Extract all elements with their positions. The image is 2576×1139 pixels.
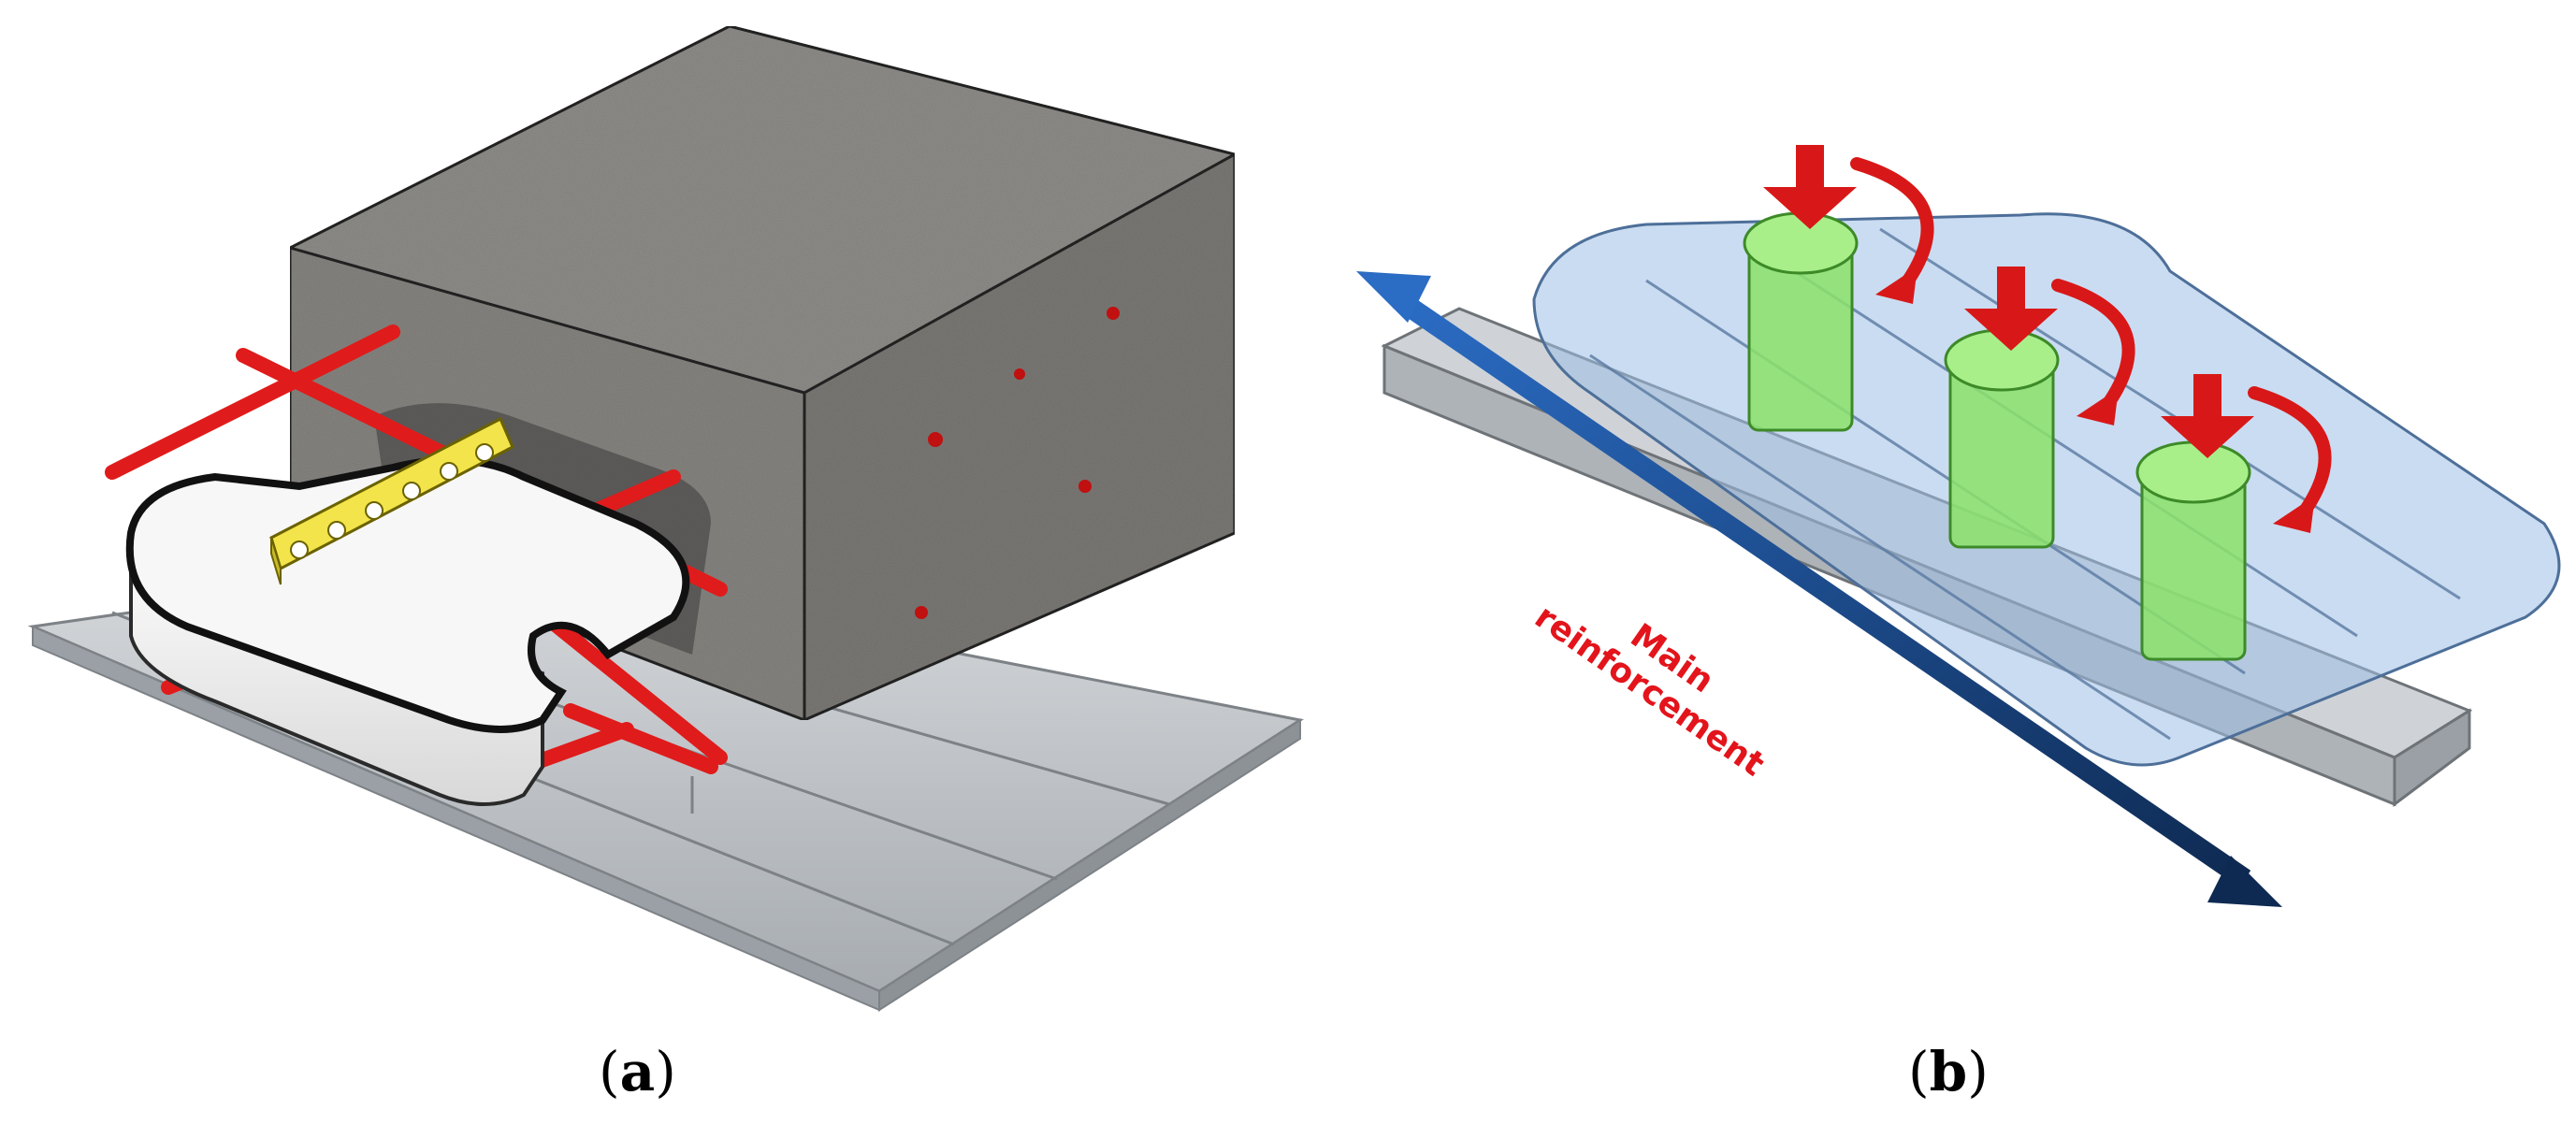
load-arrow-1 xyxy=(1763,145,1857,229)
moment-arrow-3 xyxy=(2248,386,2332,516)
moment-arrow-heads xyxy=(1875,267,2315,533)
panel-a-concrete-block xyxy=(27,24,1304,1012)
caption-b-letter: b xyxy=(1929,1040,1968,1103)
main-reinforcement-arrow xyxy=(1356,271,2282,907)
caption-b-open: ( xyxy=(1908,1040,1930,1103)
panel-caption-b: (b) xyxy=(1908,1040,1989,1103)
deck-profile-lip xyxy=(2393,708,2471,807)
caption-a-letter: a xyxy=(619,1040,656,1103)
moment-arrow-1 xyxy=(1850,157,1934,287)
axis-arrow-head-start xyxy=(1356,271,1431,323)
caption-a-close: ) xyxy=(655,1040,676,1103)
rebar-holes xyxy=(915,307,1120,619)
steel-deck-front xyxy=(878,718,1301,1012)
moment-arrows xyxy=(1850,157,2332,516)
axis-arrow-head-end xyxy=(2207,856,2282,907)
panel-caption-a: (a) xyxy=(599,1040,676,1103)
moment-arrow-2 xyxy=(2051,279,2135,409)
caption-a-open: ( xyxy=(599,1040,620,1103)
dowel-3 xyxy=(2135,440,2251,661)
slab-ribs xyxy=(1589,227,2461,741)
puzzle-connector xyxy=(125,456,690,806)
connector-top xyxy=(125,456,690,733)
load-arrows xyxy=(1763,145,2254,458)
panel-b-translucent-slab xyxy=(1356,145,2561,907)
load-arrow-3 xyxy=(2161,374,2254,458)
dowel-1 xyxy=(1743,211,1859,432)
perforated-plate xyxy=(269,416,514,585)
caption-b-close: ) xyxy=(1967,1040,1989,1103)
dowel-2 xyxy=(1944,328,2060,549)
green-dowels xyxy=(1743,211,2251,661)
load-arrow-2 xyxy=(1964,267,2058,351)
